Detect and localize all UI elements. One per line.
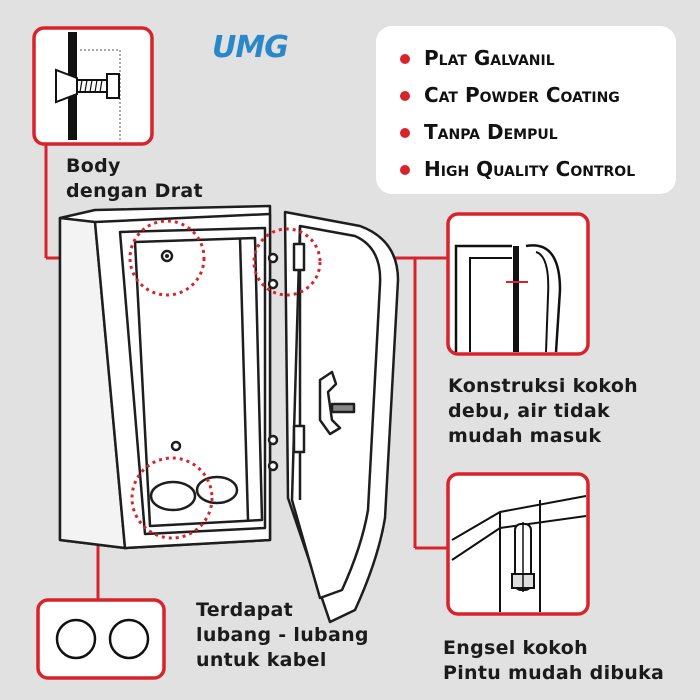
inset-hinge xyxy=(446,472,590,616)
cabinet-door xyxy=(267,210,400,624)
feature-item: High Quality Control xyxy=(394,151,676,188)
caption-line: lubang - lubang xyxy=(196,624,369,646)
bullet-icon xyxy=(400,165,410,175)
caption-line: dengan Drat xyxy=(66,180,203,202)
caption-line: Engsel kokoh xyxy=(443,637,588,659)
caption-body-drat: Body dengan Drat xyxy=(66,154,266,204)
caption-engsel: Engsel kokoh Pintu mudah dibuka xyxy=(443,636,698,686)
highlight-circles xyxy=(128,219,322,540)
caption-lubang-kabel: Terdapat lubang - lubang untuk kabel xyxy=(196,598,396,673)
brand-logo: UMG xyxy=(212,30,289,65)
feature-label: Cat Powder Coating xyxy=(424,83,620,107)
bullet-icon xyxy=(400,54,410,64)
features-panel: Plat Galvanil Cat Powder Coating Tanpa D… xyxy=(376,26,676,194)
inset-construction xyxy=(446,212,590,356)
caption-line: Body xyxy=(66,155,121,177)
feature-label: Plat Galvanil xyxy=(424,46,555,70)
cabinet-body xyxy=(58,204,272,550)
bullet-icon xyxy=(400,128,410,138)
caption-line: Konstruksi kokoh xyxy=(448,375,639,397)
caption-konstruksi: Konstruksi kokoh debu, air tidak mudah m… xyxy=(448,374,688,449)
inset-body-thread xyxy=(32,26,154,146)
caption-line: Pintu mudah dibuka xyxy=(443,662,665,684)
feature-item: Plat Galvanil xyxy=(394,40,676,77)
bullet-icon xyxy=(400,91,410,101)
inset-cable-holes xyxy=(36,598,166,680)
features-list: Plat Galvanil Cat Powder Coating Tanpa D… xyxy=(376,26,676,188)
caption-line: untuk kabel xyxy=(196,649,327,671)
caption-line: mudah masuk xyxy=(448,425,602,447)
feature-item: Tanpa Dempul xyxy=(394,114,676,151)
feature-label: Tanpa Dempul xyxy=(424,120,558,144)
caption-line: Terdapat xyxy=(196,599,294,621)
feature-label: High Quality Control xyxy=(424,157,636,181)
feature-item: Cat Powder Coating xyxy=(394,77,676,114)
caption-line: debu, air tidak xyxy=(448,400,610,422)
